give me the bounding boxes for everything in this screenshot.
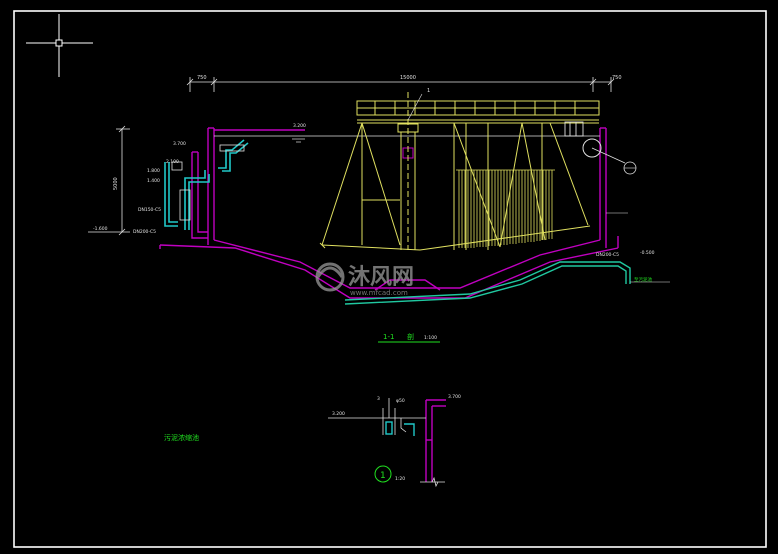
detail-callout-marker[interactable]: [582, 138, 637, 175]
level-water: 3.200: [293, 123, 306, 129]
pipe-right-label: DN200-C5: [596, 252, 619, 258]
watermark-main: 沐风网: [348, 265, 414, 290]
section-view: 750 15000 750 5000 -1.600: [88, 75, 670, 343]
left-height-dimension: [88, 125, 130, 236]
inlet-pipe: [164, 139, 249, 230]
watermark-url: www.mfcad.com: [350, 289, 408, 297]
scraper-arms: [319, 122, 591, 251]
level-inlet-1: 2.100: [166, 159, 179, 165]
overall-width-dimension: 15000: [400, 75, 416, 81]
watermark: 沐风网 www.mfcad.com: [315, 262, 414, 297]
side-note: 污泥浓缩池: [164, 433, 199, 442]
level-inlet-2: 1.800: [147, 168, 160, 174]
drawing-frame: [13, 10, 767, 548]
detail-level-left: 3.200: [332, 411, 345, 417]
sludge-outlet-pipe: [344, 261, 631, 305]
detail-view: 3.200 3.700 3 φ50 1 1:20: [328, 394, 461, 488]
picket-fence: [456, 169, 555, 248]
pipe-left-label: DN200-C5: [133, 229, 156, 235]
crosshair-cursor-icon[interactable]: [26, 14, 93, 77]
level-top-left: 3.700: [173, 141, 186, 147]
detail-label-a: 3: [377, 396, 380, 402]
callout-number: 1: [427, 88, 430, 94]
section-title-suffix: 剖: [407, 332, 414, 341]
top-dimension: [186, 77, 615, 92]
level-inlet-3: 1.400: [147, 178, 160, 184]
detail-number-circle[interactable]: [374, 465, 392, 483]
tank-walls: [159, 127, 619, 299]
pipe-left-mid-label: DN150-C5: [138, 207, 161, 213]
inlet-equipment: [171, 144, 245, 221]
section-scale: 1:100: [424, 335, 437, 341]
level-right-pipe: -0.500: [640, 250, 655, 256]
detail-number: 1: [380, 471, 386, 481]
central-drive-column: [397, 92, 419, 250]
detail-label-b: φ50: [396, 398, 405, 404]
detail-scale: 1:20: [395, 476, 405, 482]
detail-level-right: 3.700: [448, 394, 461, 400]
left-offset-dimension: 750: [197, 75, 207, 81]
water-level-line: [214, 135, 600, 143]
pipe-right-note: 至污泥池: [634, 276, 652, 283]
height-dimension-text: 5000: [113, 177, 119, 190]
bridge-truss: [356, 100, 600, 124]
watermark-logo-icon: [315, 262, 345, 292]
right-offset-dimension: 750: [612, 75, 622, 81]
section-title: 1-1: [383, 333, 394, 341]
right-drive-unit: [564, 121, 584, 137]
level-low: -1.600: [93, 226, 108, 232]
